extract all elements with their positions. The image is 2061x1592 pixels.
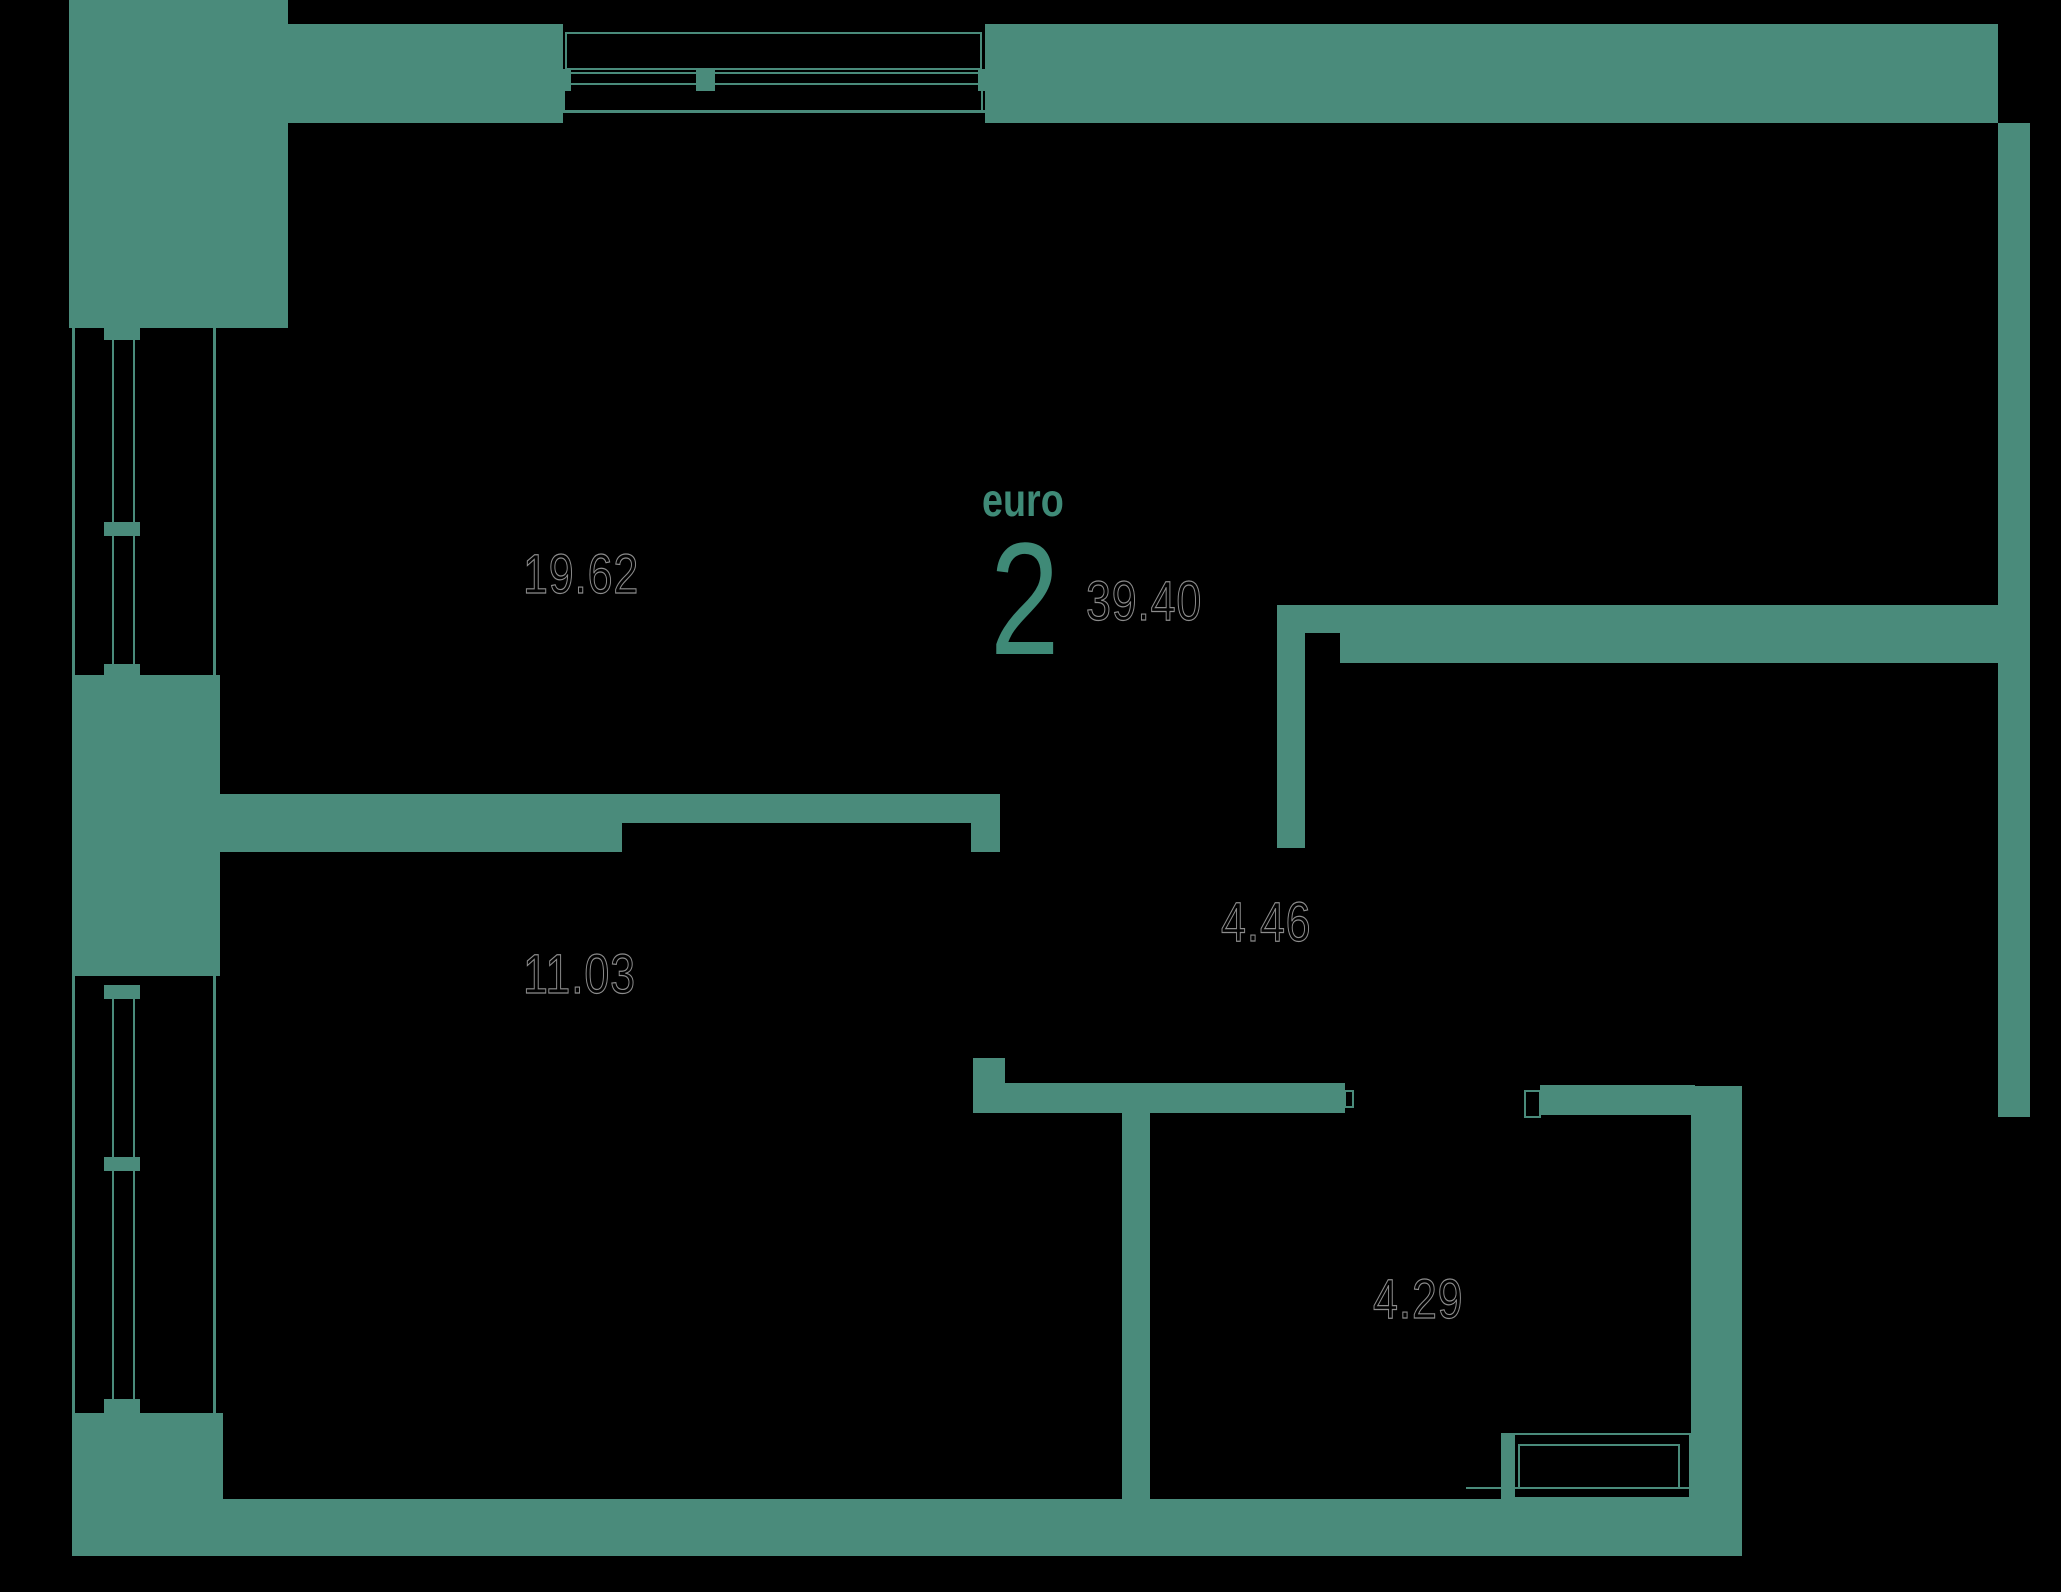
wall-segment <box>72 1499 1742 1556</box>
wall-segment <box>1340 633 1998 663</box>
fixture-outline <box>1524 1090 1541 1118</box>
wall-face-line <box>72 328 75 676</box>
fixture-outline <box>1518 1444 1680 1489</box>
wall-segment <box>1998 123 2030 1117</box>
wall-face-line <box>981 70 983 112</box>
wall-face-line <box>112 328 114 676</box>
wall-segment <box>985 24 1998 123</box>
wall-segment <box>553 69 571 91</box>
wall-face-line <box>563 70 565 112</box>
wall-face-line <box>133 328 135 676</box>
fixture-outline <box>565 32 982 70</box>
room-area-label-hallway: 4.46 <box>1221 890 1312 953</box>
wall-segment <box>1501 1433 1515 1499</box>
room-area-label-living-kitchen: 19.62 <box>523 542 640 605</box>
wall-segment <box>72 1413 223 1556</box>
room-area-label-bathroom: 4.29 <box>1373 1267 1464 1330</box>
wall-face-line <box>112 985 114 1413</box>
wall-face-line <box>72 976 75 1414</box>
wall-segment <box>1540 1085 1695 1115</box>
room-area-label-bedroom: 11.03 <box>523 942 636 1005</box>
wall-face-line <box>555 72 997 74</box>
wall-segment <box>622 794 1000 823</box>
fixture-outline <box>1501 1433 1691 1499</box>
wall-segment <box>971 823 1000 852</box>
wall-segment <box>1691 1086 1742 1556</box>
wall-segment <box>1277 633 1305 848</box>
wall-segment <box>72 675 220 976</box>
wall-segment <box>69 0 288 328</box>
plan-type-label: euro <box>982 474 1064 526</box>
fixture-outline <box>1344 1090 1354 1108</box>
wall-face-line <box>213 976 216 1414</box>
wall-segment <box>1122 1113 1150 1503</box>
wall-segment <box>1277 605 1998 633</box>
plan-total-area: 39.40 <box>1086 569 1203 632</box>
wall-face-line <box>555 83 997 85</box>
wall-segment <box>216 794 622 852</box>
wall-segment <box>973 1083 1345 1113</box>
plan-rooms-count: 2 <box>990 509 1060 688</box>
wall-segment <box>288 24 563 123</box>
wall-face-line <box>133 985 135 1413</box>
wall-segment <box>696 69 715 91</box>
wall-face-line <box>545 110 997 113</box>
wall-face-line <box>213 328 216 676</box>
